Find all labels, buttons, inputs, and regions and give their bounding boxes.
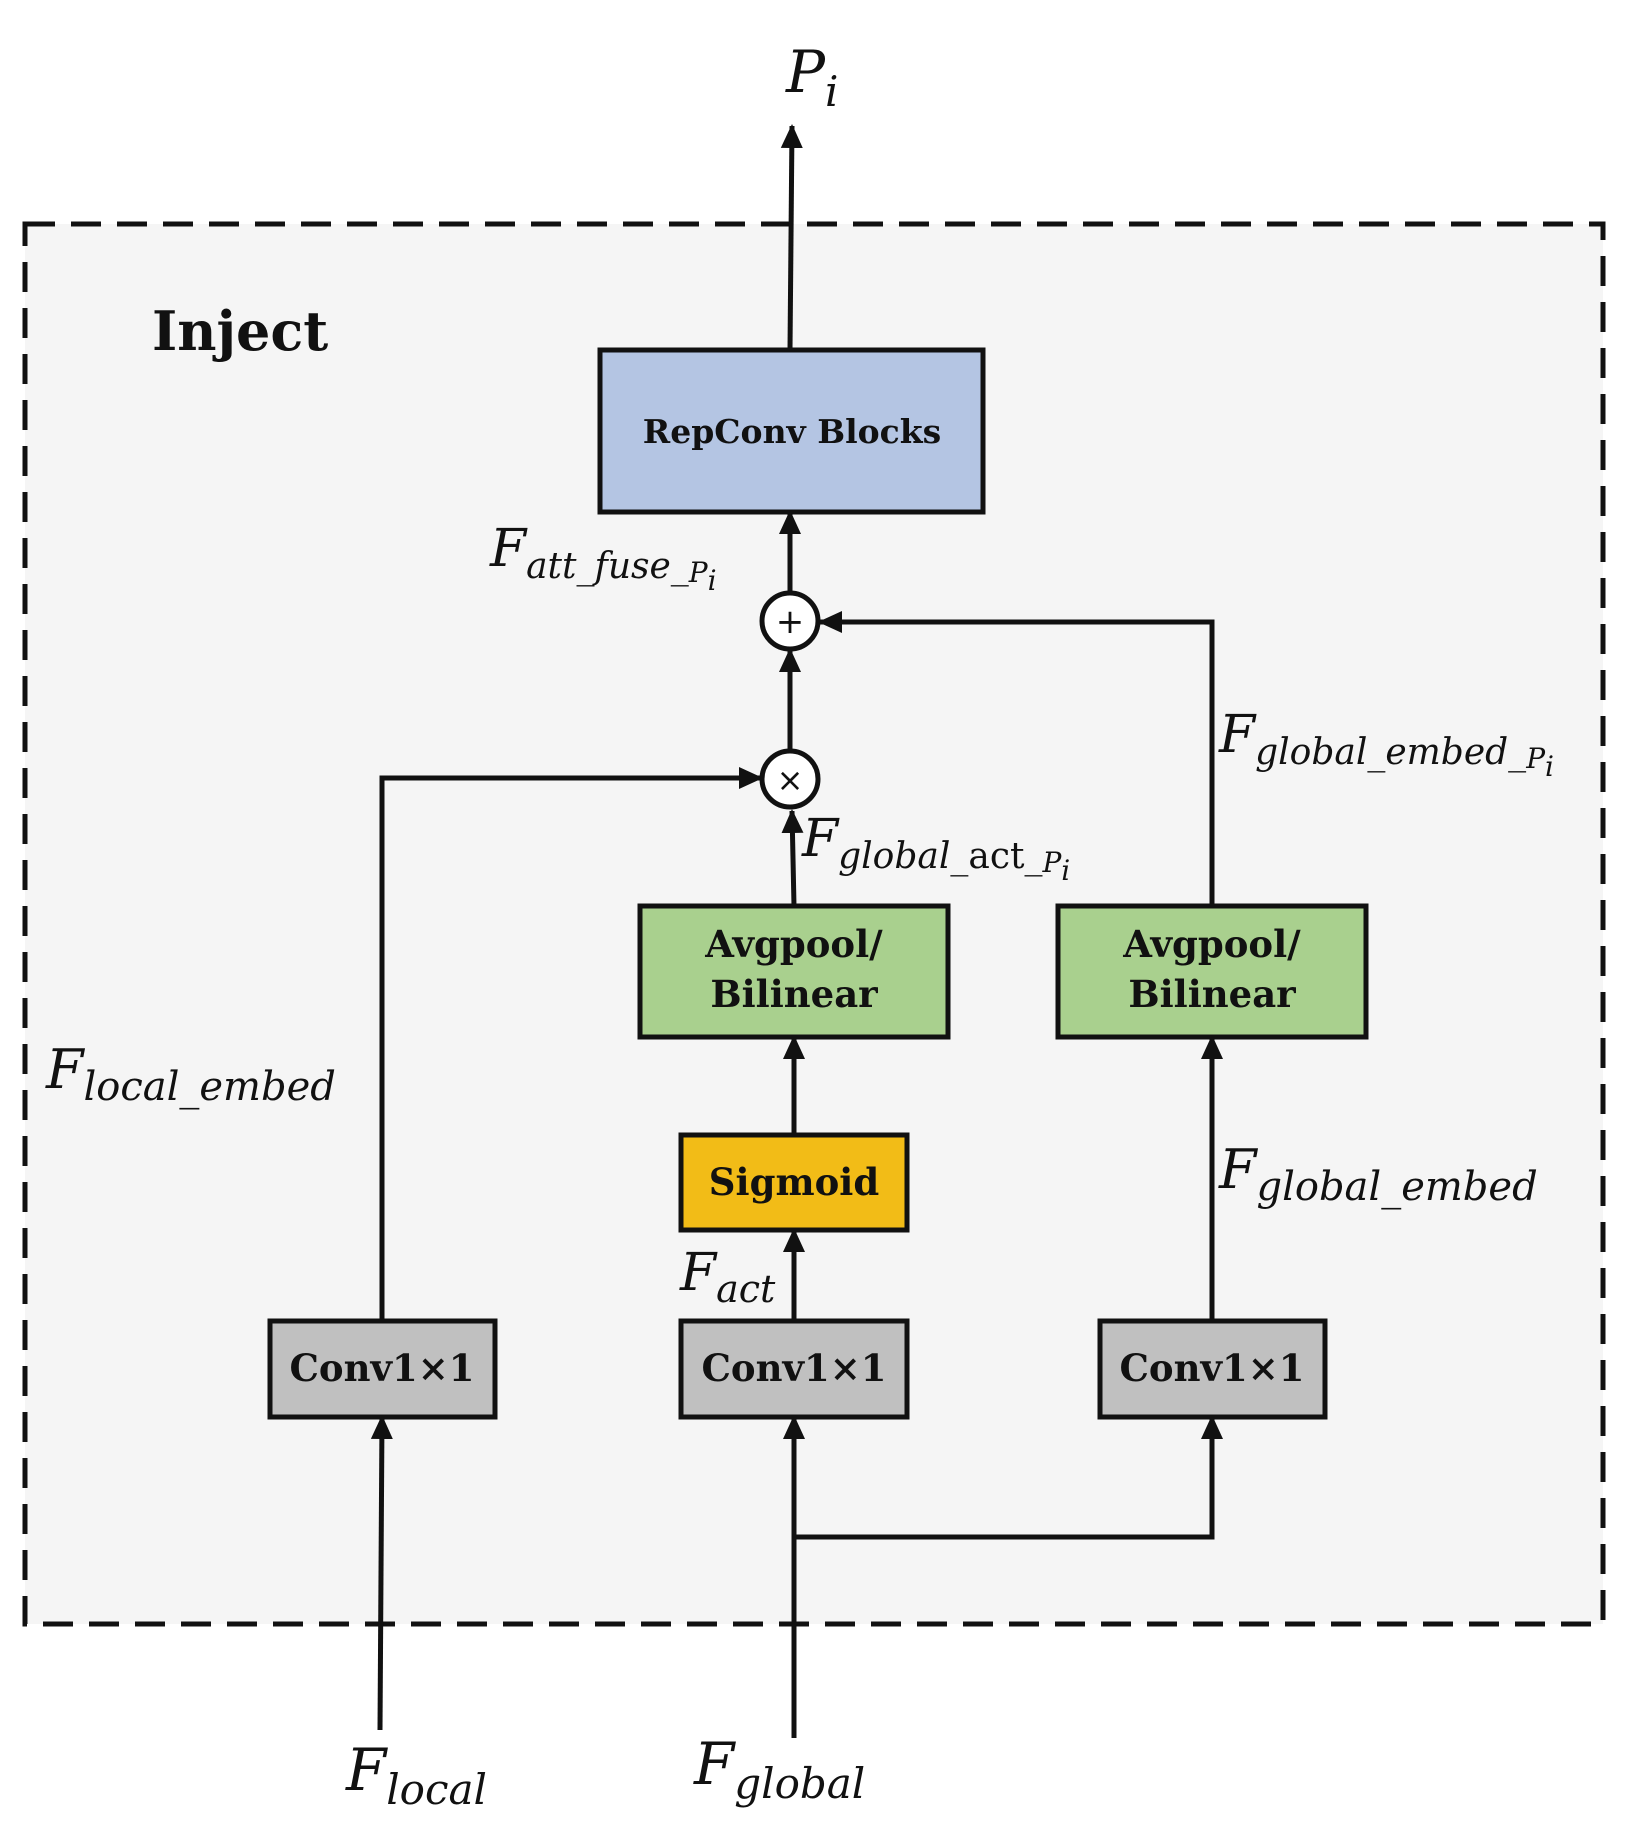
avgpool-block-left: Avgpool/ Bilinear xyxy=(637,903,951,1040)
label-f-global-embed-pi: Fglobal_embed_Pi xyxy=(1218,705,1554,783)
arrow-branch-to-convright xyxy=(794,1415,1223,1540)
conv-block-left: Conv1×1 xyxy=(267,1318,498,1420)
arrow-avgpoolright-to-add xyxy=(818,611,1215,906)
conv-block-mid: Conv1×1 xyxy=(678,1318,910,1420)
avgpool-right-line1: Avgpool/ xyxy=(1122,922,1301,966)
label-f-att-fuse-pi: Fatt_fuse_Pi xyxy=(489,519,717,597)
arrow-avgpool-to-mul xyxy=(781,809,804,907)
repconv-block: RepConv Blocks xyxy=(597,347,986,515)
label-f-global-embed: Fglobal_embed xyxy=(1218,1138,1538,1210)
sigmoid-label: Sigmoid xyxy=(709,1160,879,1204)
arrow-output xyxy=(780,124,803,351)
conv-right-label: Conv1×1 xyxy=(1119,1346,1304,1390)
avgpool-right-line2: Bilinear xyxy=(1128,972,1296,1016)
multiply-symbol: × xyxy=(777,761,804,799)
module-title: Inject xyxy=(152,299,328,363)
repconv-label: RepConv Blocks xyxy=(643,412,941,451)
arrow-flocal-to-convleft xyxy=(370,1415,393,1731)
arrow-convleft-to-mul xyxy=(379,767,763,1321)
add-operator: + xyxy=(759,590,821,652)
multiply-operator: × xyxy=(759,748,821,810)
label-f-global: Fglobal xyxy=(693,1730,865,1808)
label-f-local-embed: Flocal_embed xyxy=(45,1038,336,1110)
avgpool-left-line1: Avgpool/ xyxy=(704,922,883,966)
connectors xyxy=(370,124,1223,1738)
label-f-global-act-pi: Fglobal_act_Pi xyxy=(801,809,1070,887)
add-symbol: + xyxy=(776,602,805,642)
conv-left-label: Conv1×1 xyxy=(289,1346,474,1390)
label-f-act: Fact xyxy=(679,1243,776,1311)
sigmoid-block: Sigmoid xyxy=(678,1132,910,1233)
label-f-local: Flocal xyxy=(345,1736,487,1814)
avgpool-left-line2: Bilinear xyxy=(710,972,878,1016)
avgpool-block-right: Avgpool/ Bilinear xyxy=(1055,903,1369,1040)
conv-block-right: Conv1×1 xyxy=(1097,1318,1328,1420)
conv-mid-label: Conv1×1 xyxy=(701,1346,886,1390)
label-output-pi: Pi xyxy=(785,38,838,116)
